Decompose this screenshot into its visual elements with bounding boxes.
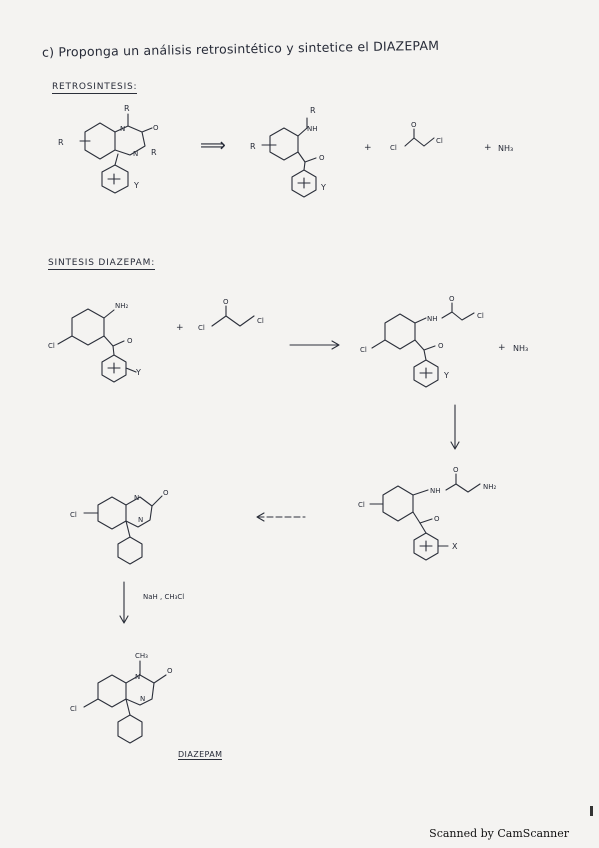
label-cl-amide: Cl (477, 312, 484, 320)
plus-3: + (176, 323, 184, 333)
chloroacetamide-intermediate (371, 302, 475, 388)
label-cl-r2: Cl (257, 317, 264, 325)
label-cl-nor: Cl (70, 511, 77, 519)
label-cl-b: Cl (436, 137, 443, 145)
reagent-chloroacetyl-chloride (211, 305, 255, 327)
plus-2: + (484, 143, 492, 153)
label-y-retro: Y (320, 183, 326, 192)
retro-target-molecule (79, 113, 153, 194)
label-o-gly: O (453, 466, 459, 474)
label-r-top: R (124, 104, 130, 113)
retro-chloroacetyl-chloride (404, 128, 435, 147)
label-o-ketone: O (319, 154, 325, 162)
label-n2-nor: N (138, 516, 143, 524)
label-cl-ring-amide: Cl (360, 346, 367, 354)
label-nh3-retro: NH₃ (498, 144, 513, 153)
plus-4: + (498, 343, 506, 353)
reagent-label: NaH , CH₃Cl (143, 593, 184, 601)
diazepam-product (83, 660, 167, 744)
label-cl-gly: Cl (358, 501, 365, 509)
label-o-dz: O (167, 667, 173, 675)
synthesis-heading: SINTESIS DIAZEPAM: (48, 258, 156, 270)
label-y-start: Y (135, 368, 141, 377)
label-r-ring: R (250, 142, 256, 151)
label-nh-gly: NH (430, 487, 441, 495)
label-nh-amide: NH (427, 315, 438, 323)
label-n2-dz: N (140, 695, 145, 703)
label-cl-r1: Cl (198, 324, 205, 332)
label-r-right: R (151, 148, 157, 157)
label-nh2-start: NH₂ (115, 302, 129, 310)
aminoacetamide-intermediate (369, 473, 481, 561)
label-o-ketone-amide: O (438, 342, 444, 350)
label-nh2-gly: NH₂ (483, 483, 497, 491)
scanner-watermark: Scanned by CamScanner (429, 827, 569, 840)
label-n2: N (133, 150, 138, 158)
label-x-gly: X (452, 542, 458, 551)
label-nh3: NH₃ (513, 344, 528, 353)
label-y-amide: Y (443, 371, 449, 380)
label-y: Y (133, 181, 139, 190)
retro-arrow: ⟹ (200, 135, 226, 156)
label-n-dz: N (135, 673, 140, 681)
scan-edge-mark (590, 806, 593, 816)
label-nh: NH (307, 125, 318, 133)
nordiazepam-intermediate (83, 495, 163, 565)
label-o-start: O (127, 337, 133, 345)
start-aminobenzophenone (57, 308, 137, 383)
label-cl-start: Cl (48, 342, 55, 350)
label-o-ketone-gly: O (434, 515, 440, 523)
diazepam-label: DIAZEPAM (178, 750, 223, 760)
label-cl-dz: Cl (70, 705, 77, 713)
label-r-amine: R (310, 106, 316, 115)
label-n-nor: N (134, 494, 139, 502)
label-o-nor: O (163, 489, 169, 497)
retro-aminobenzophenone (261, 117, 317, 198)
label-o-acyl: O (411, 121, 417, 129)
label-n: N (120, 125, 125, 133)
label-o-amide: O (449, 295, 455, 303)
label-o: O (153, 124, 159, 132)
label-cl-a: Cl (390, 144, 397, 152)
label-r-left: R (58, 138, 64, 147)
label-o-r1: O (223, 298, 229, 306)
plus-1: + (364, 143, 372, 153)
label-ch3: CH₃ (135, 652, 148, 660)
retrosynthesis-heading: RETROSINTESIS: (52, 82, 138, 94)
